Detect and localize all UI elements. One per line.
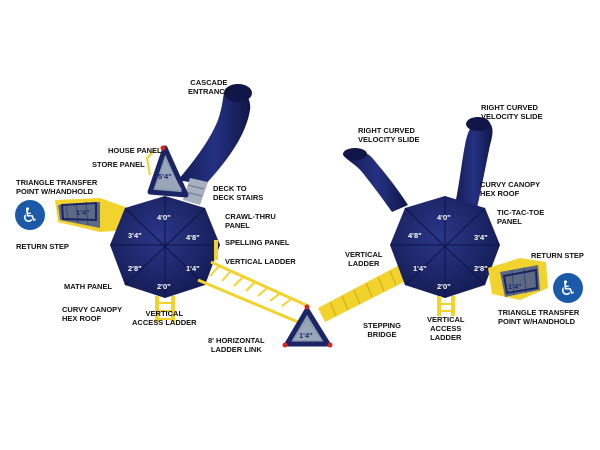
- wheelchair-icon: ♿: [553, 273, 583, 303]
- label-vertical-ladder-left: VERTICAL LADDER: [225, 257, 296, 266]
- height-right-hex-left: 4'8": [408, 231, 422, 240]
- height-right-transfer: 1'4": [508, 282, 522, 291]
- center-triangle-deck: [282, 304, 333, 348]
- label-crawl-thru-panel: CRAWL-THRU PANEL: [225, 212, 276, 230]
- height-left-hex-top: 4'0": [157, 213, 171, 222]
- height-left-hex-br: 1'4": [186, 264, 200, 273]
- label-triangle-transfer-right: TRIANGLE TRANSFER POINT W/HANDHOLD: [498, 308, 580, 326]
- stepping-bridge: [318, 262, 412, 322]
- right-curved-slide-rear: [455, 117, 493, 208]
- height-left-hex-right: 4'8": [186, 233, 200, 242]
- label-vertical-ladder-right: VERTICAL LADDER: [345, 250, 383, 268]
- label-spelling-panel: SPELLING PANEL: [225, 238, 290, 247]
- label-house-panel: HOUSE PANEL: [108, 146, 162, 155]
- label-deck-to-deck-stairs: DECK TO DECK STAIRS: [213, 184, 264, 202]
- left-hex-roof: [110, 196, 220, 298]
- right-vertical-access-ladder: [437, 296, 455, 316]
- left-vertical-access-ladder: [155, 296, 175, 322]
- height-left-hex-bottom: 2'0": [157, 282, 171, 291]
- label-return-step-left: RETURN STEP: [16, 242, 69, 251]
- wheelchair-icon: ♿: [15, 200, 45, 230]
- label-horizontal-ladder-link: 8' HORIZONTAL LADDER LINK: [208, 336, 265, 354]
- label-vertical-access-ladder-left: VERTICAL ACCESS LADDER: [132, 309, 197, 327]
- horizontal-ladder-link: [197, 260, 309, 324]
- label-stepping-bridge: STEPPING BRIDGE: [363, 321, 401, 339]
- height-right-hex-br: 2'8": [474, 264, 488, 273]
- height-center-tri: 1'4": [299, 331, 313, 340]
- label-store-panel: STORE PANEL: [92, 160, 145, 169]
- height-left-hex-left: 3'4": [128, 231, 142, 240]
- label-cascade-entrance: CASCADE ENTRANCE: [188, 78, 230, 96]
- label-curvy-canopy-right: CURVY CANOPY HEX ROOF: [480, 180, 541, 198]
- cascade-entrance-slide: [178, 84, 252, 185]
- label-return-step-right: RETURN STEP: [531, 251, 584, 260]
- height-left-hex-bl: 2'8": [128, 264, 142, 273]
- label-vertical-access-ladder-right: VERTICAL ACCESS LADDER: [427, 315, 465, 342]
- label-right-curved-slide-left: RIGHT CURVED VELOCITY SLIDE: [358, 126, 420, 144]
- label-triangle-transfer-left: TRIANGLE TRANSFER POINT W/HANDHOLD: [16, 178, 98, 196]
- height-left-tri-deck: 5'4": [158, 172, 172, 181]
- left-transfer-steps: [55, 198, 128, 232]
- height-right-hex-right: 3'4": [474, 233, 488, 242]
- height-right-hex-bottom: 2'0": [437, 282, 451, 291]
- height-right-hex-top: 4'0": [437, 213, 451, 222]
- label-tic-tac-toe-panel: TIC-TAC-TOE PANEL: [497, 208, 545, 226]
- left-vertical-ladder: [214, 240, 218, 260]
- deck-to-deck-stairs: [183, 178, 208, 205]
- right-transfer-steps: [488, 258, 548, 300]
- height-left-transfer: 1'4": [76, 208, 90, 217]
- left-triangle-deck: [145, 145, 189, 198]
- label-math-panel: MATH PANEL: [64, 282, 113, 291]
- right-curved-slide-left: [343, 148, 408, 212]
- height-right-hex-bl: 1'4": [413, 264, 427, 273]
- label-curvy-canopy-left: CURVY CANOPY HEX ROOF: [62, 305, 123, 323]
- label-right-curved-slide-top: RIGHT CURVED VELOCITY SLIDE: [481, 103, 543, 121]
- right-hex-roof: [390, 196, 500, 298]
